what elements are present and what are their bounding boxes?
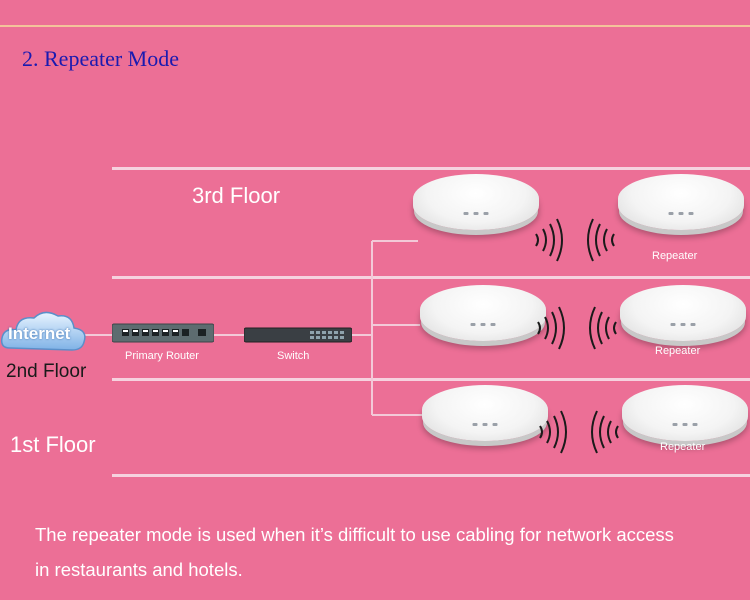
access-point-2f bbox=[420, 285, 546, 341]
floor-line-top bbox=[112, 167, 750, 170]
access-point-1f bbox=[422, 385, 548, 441]
router-label: Primary Router bbox=[125, 350, 199, 362]
floor-line-3-2 bbox=[112, 276, 750, 279]
repeater-2f bbox=[620, 285, 746, 341]
page-title: 2. Repeater Mode bbox=[22, 46, 179, 71]
repeater-label-1f: Repeater bbox=[660, 441, 706, 453]
repeater-3f bbox=[618, 174, 744, 230]
cloud-label: Internet bbox=[8, 324, 71, 343]
floor-line-2-1 bbox=[112, 378, 750, 381]
wireless-signal-icon bbox=[539, 410, 619, 454]
access-point-3f bbox=[413, 174, 539, 230]
description-line-1: The repeater mode is used when it’s diff… bbox=[35, 524, 674, 545]
floor-label-3: 3rd Floor bbox=[192, 183, 281, 208]
repeater-label-2f: Repeater bbox=[655, 345, 701, 357]
switch-icon bbox=[244, 327, 352, 343]
switch-label: Switch bbox=[277, 350, 310, 362]
wireless-signal-icon bbox=[537, 306, 617, 350]
cloud-icon bbox=[0, 311, 86, 351]
floor-label-1: 1st Floor bbox=[10, 432, 96, 457]
floor-label-2: 2nd Floor bbox=[6, 361, 87, 382]
description-line-2: in restaurants and hotels. bbox=[35, 559, 243, 580]
top-divider bbox=[0, 25, 750, 27]
floor-line-bottom bbox=[112, 474, 750, 477]
repeater-label-3f: Repeater bbox=[652, 250, 698, 262]
repeater-1f bbox=[622, 385, 748, 441]
router-icon bbox=[112, 323, 214, 343]
wireless-signal-icon bbox=[535, 218, 615, 262]
